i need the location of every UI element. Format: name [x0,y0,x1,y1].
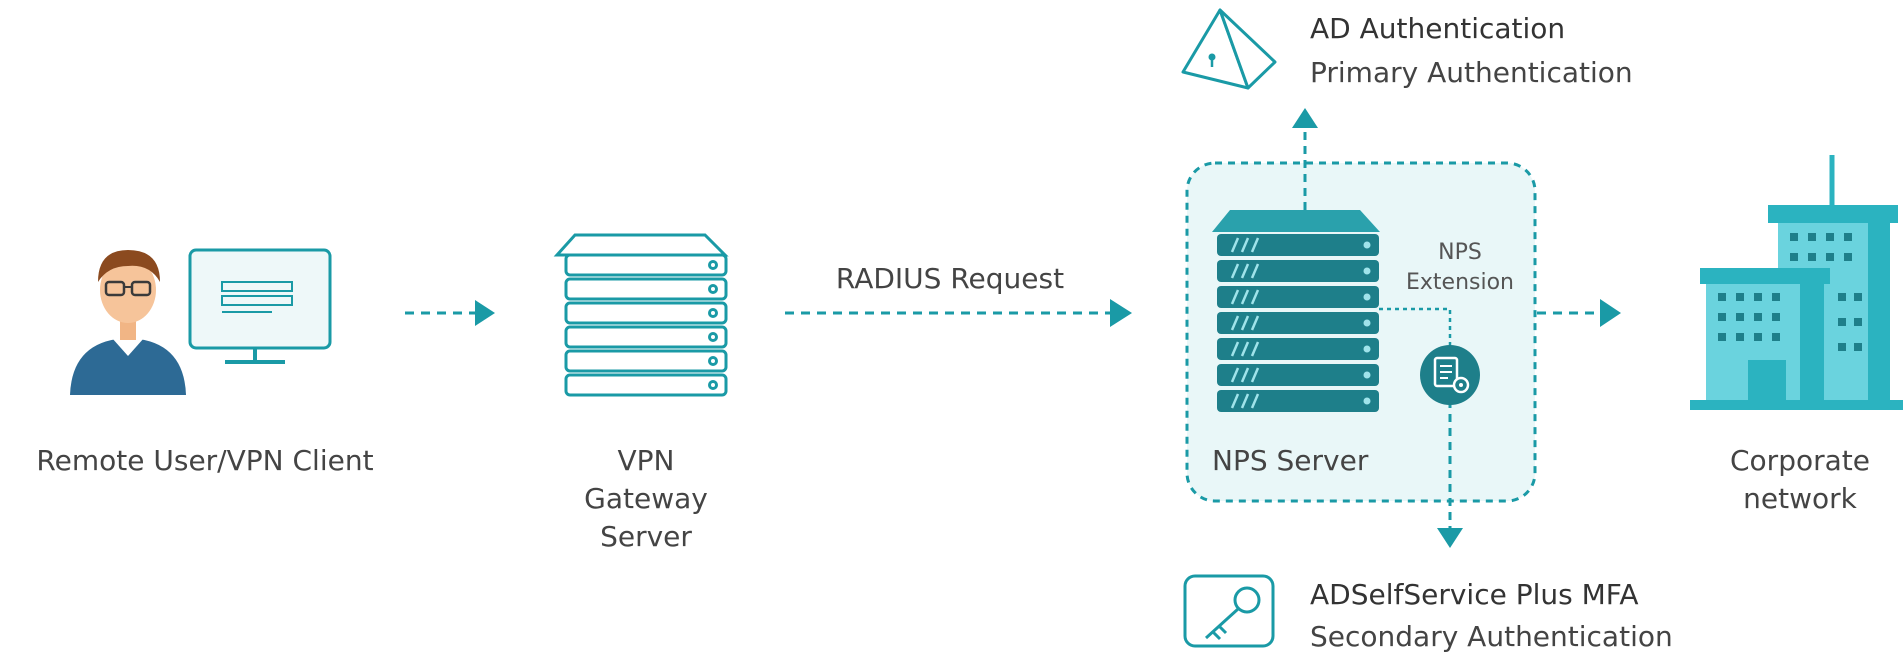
vpn-gateway-label-line-1: VPN [617,444,675,477]
vpn-gateway-label-line-3: Server [600,520,692,553]
monitor-icon [188,248,332,364]
corporate-network-line-2: network [1743,482,1857,515]
building-icon [1690,155,1903,410]
corporate-network-label: Corporate network [1700,442,1900,518]
settings-document-icon [1420,345,1480,405]
arrow-nps-to-mfa [1379,307,1463,548]
ad-auth-subtitle: Primary Authentication [1310,56,1633,89]
vpn-gateway-label-line-2: Gateway [584,482,708,515]
arrow-nps-to-corporate [1537,299,1621,327]
arrow-vpn-to-nps [785,299,1132,327]
corporate-network-line-1: Corporate [1730,444,1870,477]
person-icon [70,250,186,395]
mfa-title: ADSelfService Plus MFA [1310,578,1639,611]
key-icon [1183,574,1275,648]
radius-request-label: RADIUS Request [835,262,1065,295]
arrow-nps-to-ad [1292,108,1318,210]
mfa-subtitle: Secondary Authentication [1310,620,1673,653]
nps-server-stack-icon [1212,210,1380,412]
nps-extension-line-2: Extension [1405,270,1514,295]
nps-server-label: NPS Server [1212,444,1369,477]
nps-extension-label: NPS Extension [1400,238,1520,298]
ad-auth-title: AD Authentication [1310,12,1566,45]
pyramid-icon [1181,8,1277,90]
remote-user-icon [70,248,332,395]
arrow-user-to-vpn [405,300,495,326]
nps-extension-line-1: NPS [1438,240,1482,265]
remote-user-label: Remote User/VPN Client [36,444,374,477]
vpn-gateway-label: VPN Gateway Server [546,442,746,556]
vpn-server-stack-icon [553,233,729,397]
